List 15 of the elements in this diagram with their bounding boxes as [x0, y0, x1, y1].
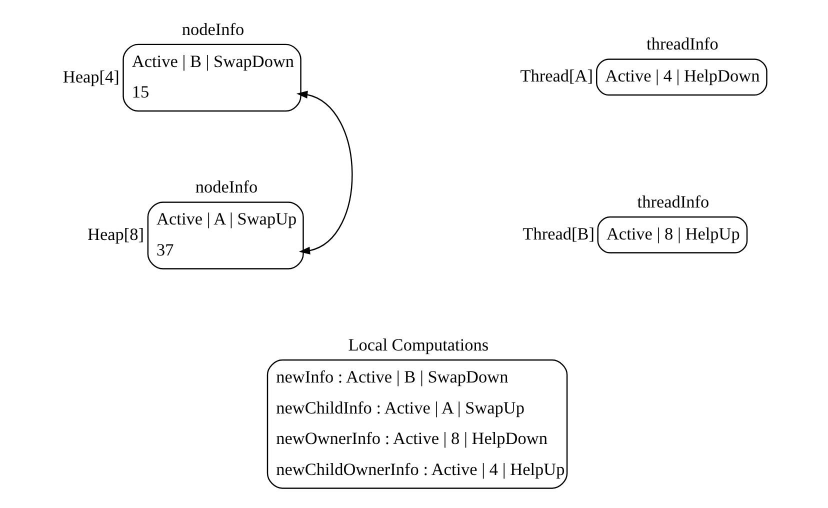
node-label: Heap[8]: [87, 225, 144, 244]
node-label: Heap[4]: [62, 67, 119, 86]
node-box: Active | A | SwapUp 37: [146, 202, 304, 270]
node-label: threadInfo: [636, 192, 709, 212]
arrow: [296, 90, 352, 254]
node-box: Active | 4 | HelpDown: [596, 58, 767, 96]
node-label: Local Computations: [348, 335, 488, 354]
node-box: Active | 8 | HelpUp: [596, 216, 748, 254]
node-box: Active | B | SwapDown 15: [122, 44, 301, 112]
node-label: nodeInfo: [194, 178, 258, 197]
node-label: Thread[A]: [520, 66, 592, 86]
node-label: threadInfo: [646, 34, 718, 54]
node-label: Thread[B]: [522, 224, 594, 244]
node-label: nodeInfo: [181, 20, 244, 39]
node-box: newInfo : Active | B | SwapDown newChildInfo : Active | A | SwapUp newOwnerInfo : Active | 8 | HelpDown newChildOwnerInfo : Active | 4 | HelpUp: [266, 359, 568, 489]
